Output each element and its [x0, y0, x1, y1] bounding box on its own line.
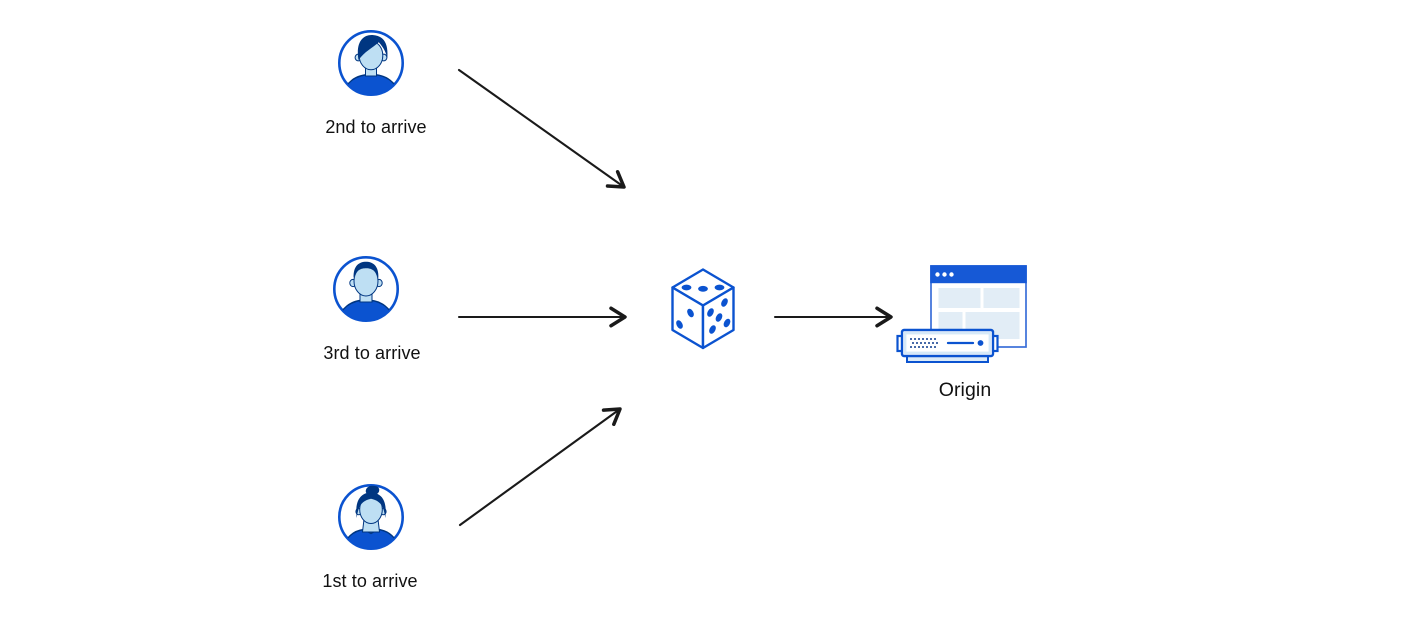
user-avatar-female-bun-icon — [335, 481, 407, 553]
actor-label-1st: 1st to arrive — [322, 571, 418, 591]
actor-label-3rd: 3rd to arrive — [323, 343, 421, 363]
origin-icon-group — [893, 260, 1033, 370]
user-avatar-male-short-hair-icon — [330, 253, 402, 325]
server-vent-dots — [910, 338, 938, 348]
actor-label-2nd: 2nd to arrive — [325, 117, 427, 137]
user-avatar-male-swept-hair-icon — [335, 27, 407, 99]
origin-label: Origin — [938, 379, 992, 401]
dice-icon — [667, 266, 739, 352]
arrow-1st-to-dice — [458, 407, 622, 527]
server-icon — [896, 328, 999, 363]
